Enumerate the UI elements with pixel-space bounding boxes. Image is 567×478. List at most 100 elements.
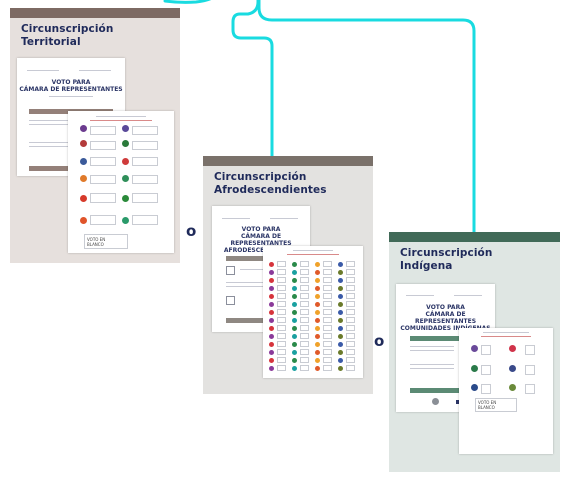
vote-cell — [346, 357, 355, 363]
party-logo-icon — [292, 366, 297, 371]
party-logo-icon — [269, 366, 274, 371]
party-logo-icon — [292, 270, 297, 275]
territorial-ballot-title-1: VOTO PARA — [51, 79, 91, 86]
vote-cell — [346, 325, 355, 331]
party-logo-icon — [338, 262, 343, 267]
territorial-blank-vote-1: VOTO EN — [87, 237, 106, 242]
party-logo-icon — [122, 125, 129, 132]
vote-cell — [277, 325, 286, 331]
vote-cell — [300, 317, 309, 323]
party-logo-icon — [315, 334, 320, 339]
indigena-ballot-title-2: CÁMARA DE REPRESENTANTES — [414, 311, 477, 325]
party-logo-icon — [122, 217, 129, 224]
party-logo-icon — [315, 302, 320, 307]
vote-cell — [323, 349, 332, 355]
indigena-title-line1: Circunscripción — [400, 247, 493, 259]
territorial-card-header-bar — [10, 8, 180, 18]
vote-cell — [300, 261, 309, 267]
vote-cell — [346, 293, 355, 299]
party-logo-icon — [80, 195, 87, 202]
vote-cell — [300, 349, 309, 355]
vote-cell — [346, 341, 355, 347]
vote-cell — [346, 277, 355, 283]
territorial-title-line2: Territorial — [21, 35, 81, 48]
party-logo-icon — [122, 175, 129, 182]
indigena-ballot-title-1: VOTO PARA — [426, 304, 465, 311]
party-logo-icon — [269, 326, 274, 331]
territorial-ballot-title-2: CÁMARA DE REPRESENTANTES — [19, 86, 123, 93]
vote-cell — [346, 349, 355, 355]
indigena-ballot-back: VOTO EN BLANCO — [459, 328, 553, 454]
vote-cell — [346, 333, 355, 339]
party-logo-icon — [292, 262, 297, 267]
party-logo-icon — [269, 358, 274, 363]
party-logo-icon — [122, 140, 129, 147]
party-logo-icon — [471, 365, 478, 372]
vote-cell — [323, 277, 332, 283]
vote-cell — [300, 309, 309, 315]
party-logo-icon — [338, 278, 343, 283]
territorial-card: Circunscripción Territorial VOTO PARA CÁ… — [10, 8, 180, 263]
afro-ballot-back — [263, 246, 363, 378]
indigena-blank-vote-1: VOTO EN — [478, 400, 497, 405]
party-logo-icon — [269, 294, 274, 299]
territorial-ballot-back: VOTO EN BLANCO — [68, 111, 174, 253]
party-logo-icon — [315, 270, 320, 275]
vote-cell — [300, 325, 309, 331]
party-logo-icon — [269, 286, 274, 291]
party-logo-icon — [471, 384, 478, 391]
vote-cell — [323, 317, 332, 323]
party-logo-icon — [315, 278, 320, 283]
party-logo-icon — [269, 278, 274, 283]
party-logo-icon — [338, 334, 343, 339]
afro-card-header-bar — [203, 156, 373, 166]
party-logo-icon — [315, 350, 320, 355]
vote-cell — [323, 285, 332, 291]
vote-cell — [323, 293, 332, 299]
party-logo-icon — [315, 366, 320, 371]
vote-cell — [323, 333, 332, 339]
party-logo-icon — [292, 294, 297, 299]
vote-cell — [346, 285, 355, 291]
vote-cell — [277, 365, 286, 371]
party-logo-icon — [338, 294, 343, 299]
party-logo-icon — [471, 345, 478, 352]
territorial-title-line1: Circunscripción — [21, 23, 114, 35]
vote-cell — [323, 365, 332, 371]
vote-cell — [300, 301, 309, 307]
afro-card-title: Circunscripción Afrodescendientes — [214, 171, 327, 196]
vote-cell — [300, 333, 309, 339]
party-logo-icon — [338, 302, 343, 307]
party-logo-icon — [338, 310, 343, 315]
party-logo-icon — [292, 286, 297, 291]
indigena-card-title: Circunscripción Indígena — [400, 247, 492, 272]
vote-cell — [277, 261, 286, 267]
afro-ballot-title-1: VOTO PARA — [241, 226, 281, 233]
territorial-blank-vote-2: BLANCO — [87, 242, 104, 247]
party-logo-icon — [292, 310, 297, 315]
party-logo-icon — [80, 125, 87, 132]
vote-cell — [277, 357, 286, 363]
afro-ballot-title-2: CÁMARA DE REPRESENTANTES — [230, 233, 292, 247]
indigena-title-line2: Indígena — [400, 259, 453, 272]
party-logo-icon — [338, 286, 343, 291]
party-logo-icon — [315, 326, 320, 331]
party-logo-icon — [292, 326, 297, 331]
party-logo-icon — [269, 342, 274, 347]
vote-cell — [323, 269, 332, 275]
party-logo-icon — [122, 195, 129, 202]
party-logo-icon — [315, 342, 320, 347]
vote-cell — [277, 269, 286, 275]
vote-cell — [323, 325, 332, 331]
vote-cell — [277, 277, 286, 283]
vote-cell — [300, 357, 309, 363]
party-logo-icon — [315, 310, 320, 315]
party-logo-icon — [80, 140, 87, 147]
party-logo-icon — [338, 342, 343, 347]
party-logo-icon — [292, 342, 297, 347]
vote-cell — [277, 341, 286, 347]
afro-ballot-title-3: AFRODESCENDIENTES — [223, 247, 299, 254]
afro-title-line2: Afrodescendientes — [214, 183, 327, 196]
party-logo-icon — [292, 334, 297, 339]
party-logo-icon — [269, 318, 274, 323]
